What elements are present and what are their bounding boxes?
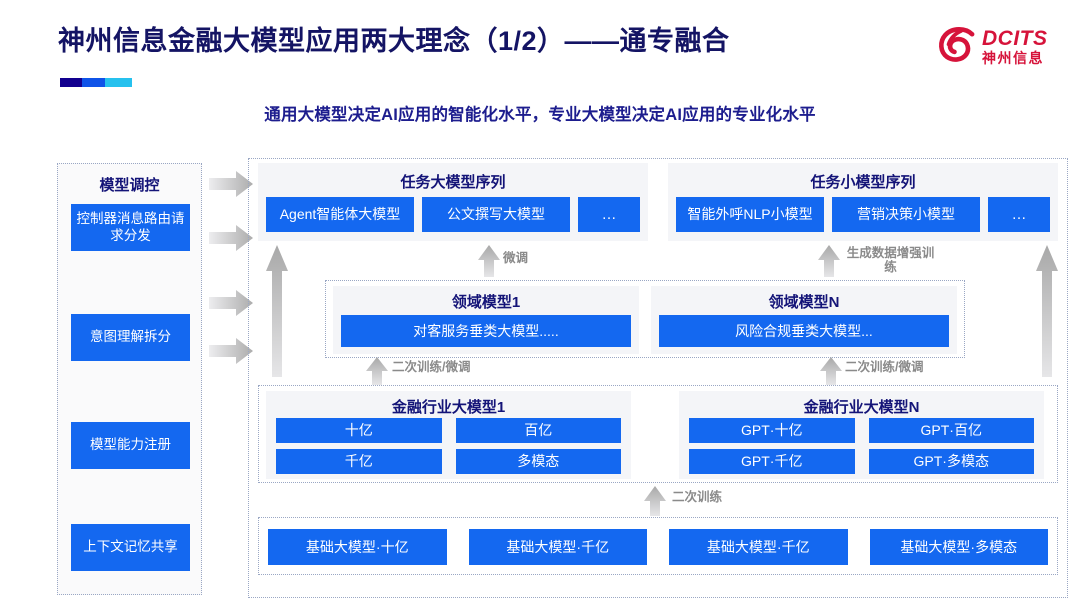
logo-text-cn: 神州信息 bbox=[982, 49, 1044, 66]
spiral-logo-icon bbox=[939, 27, 975, 62]
industry-model-n: 金融行业大模型N GPT·十亿 GPT·百亿 GPT·千亿 GPT·多模态 bbox=[679, 391, 1044, 479]
architecture-diagram: 模型调控 控制器消息路由请求分发 意图理解拆分 模型能力注册 上下文记忆共享 任… bbox=[0, 150, 1080, 608]
industry-model-n-variants: GPT·十亿 GPT·百亿 GPT·千亿 GPT·多模态 bbox=[689, 418, 1034, 474]
domain-model-n: 领域模型N 风险合规垂类大模型... bbox=[651, 286, 957, 354]
page-title: 神州信息金融大模型应用两大理念（1/2）——通专融合 bbox=[58, 26, 730, 56]
arrow-up-icon-second-train-left bbox=[366, 357, 388, 385]
arrow-right-icon-3 bbox=[209, 290, 253, 316]
logo-text-en: DCITS bbox=[982, 26, 1048, 50]
accent-segment-2 bbox=[81, 78, 106, 87]
base-model-100billion-b[interactable]: 基础大模型·千亿 bbox=[669, 529, 848, 565]
accent-bar bbox=[60, 78, 132, 87]
arrow-up-icon-second-train-right bbox=[820, 357, 842, 385]
industry-model-1-variant-100billion[interactable]: 千亿 bbox=[276, 449, 442, 474]
sidebar-item-intent-parsing[interactable]: 意图理解拆分 bbox=[71, 314, 190, 361]
industry-model-n-title: 金融行业大模型N bbox=[803, 399, 920, 416]
task-model-agent[interactable]: Agent智能体大模型 bbox=[266, 197, 414, 232]
arrow-label-data-augment: 生成数据增强训练 bbox=[846, 246, 935, 275]
domain-model-n-title: 领域模型N bbox=[768, 294, 840, 311]
accent-segment-3 bbox=[105, 78, 132, 87]
sidebar-model-control: 模型调控 控制器消息路由请求分发 意图理解拆分 模型能力注册 上下文记忆共享 bbox=[57, 163, 202, 595]
industry-model-1-variant-billion[interactable]: 十亿 bbox=[276, 418, 442, 443]
arrow-up-icon-fine-tune-left bbox=[478, 245, 500, 277]
sidebar-item-capability-registry[interactable]: 模型能力注册 bbox=[71, 422, 190, 469]
domain-model-frame: 领域模型1 对客服务垂类大模型..... 领域模型N 风险合规垂类大模型... bbox=[325, 280, 965, 358]
domain-model-1: 领域模型1 对客服务垂类大模型..... bbox=[333, 286, 639, 354]
arrow-right-icon-4 bbox=[209, 338, 253, 364]
base-model-100billion-a[interactable]: 基础大模型·千亿 bbox=[468, 529, 647, 565]
task-model-small-more[interactable]: … bbox=[988, 197, 1050, 232]
task-model-more[interactable]: … bbox=[578, 197, 640, 232]
task-large-model-sequence-title: 任务大模型序列 bbox=[400, 174, 506, 191]
arrow-right-icon-1 bbox=[209, 171, 253, 197]
industry-model-1-variants: 十亿 百亿 千亿 多模态 bbox=[276, 418, 621, 474]
domain-model-1-box[interactable]: 对客服务垂类大模型..... bbox=[341, 315, 631, 347]
domain-model-n-box[interactable]: 风险合规垂类大模型... bbox=[659, 315, 949, 347]
sidebar-title: 模型调控 bbox=[99, 177, 160, 194]
industry-model-1-variant-10billion[interactable]: 百亿 bbox=[455, 418, 621, 443]
domain-model-1-title: 领域模型1 bbox=[451, 294, 521, 311]
sidebar-item-controller-routing[interactable]: 控制器消息路由请求分发 bbox=[71, 204, 190, 251]
industry-model-1-title: 金融行业大模型1 bbox=[391, 399, 506, 416]
page-header: 神州信息金融大模型应用两大理念（1/2）——通专融合 DCITS 神州信息 通用… bbox=[0, 0, 1080, 124]
industry-model-1-variant-multimodal[interactable]: 多模态 bbox=[455, 449, 621, 474]
task-small-model-sequence: 任务小模型序列 智能外呼NLP小模型 营销决策小模型 … bbox=[668, 163, 1058, 241]
industry-model-n-variant-10billion[interactable]: GPT·百亿 bbox=[868, 418, 1034, 443]
arrow-label-second-train: 二次训练 bbox=[672, 490, 723, 504]
base-model-billion[interactable]: 基础大模型·十亿 bbox=[268, 529, 447, 565]
base-model-frame: 基础大模型·十亿 基础大模型·千亿 基础大模型·千亿 基础大模型·多模态 bbox=[258, 517, 1058, 575]
industry-model-frame: 金融行业大模型1 十亿 百亿 千亿 多模态 金融行业大模型N GPT·十亿 GP… bbox=[258, 385, 1058, 483]
industry-model-n-variant-billion[interactable]: GPT·十亿 bbox=[689, 418, 855, 443]
arrow-up-icon-second-train-base bbox=[644, 486, 666, 516]
arrow-label-second-train-fine-left: 二次训练/微调 bbox=[392, 360, 471, 374]
company-logo: DCITS 神州信息 bbox=[936, 18, 1066, 74]
task-model-outbound-nlp[interactable]: 智能外呼NLP小模型 bbox=[676, 197, 824, 232]
arrow-up-icon-base-to-task-left bbox=[266, 245, 288, 377]
task-small-model-sequence-title: 任务小模型序列 bbox=[810, 174, 916, 191]
main-architecture-frame bbox=[248, 158, 1068, 598]
task-small-model-list: 智能外呼NLP小模型 营销决策小模型 … bbox=[676, 197, 1050, 232]
task-model-document-writing[interactable]: 公文撰写大模型 bbox=[422, 197, 570, 232]
arrow-up-icon-base-to-task-right bbox=[1036, 245, 1058, 377]
arrow-right-icon-2 bbox=[209, 225, 253, 251]
base-model-multimodal[interactable]: 基础大模型·多模态 bbox=[869, 529, 1048, 565]
arrow-up-icon-data-augment-right bbox=[818, 245, 840, 277]
task-large-model-list: Agent智能体大模型 公文撰写大模型 … bbox=[266, 197, 640, 232]
task-large-model-sequence: 任务大模型序列 Agent智能体大模型 公文撰写大模型 … bbox=[258, 163, 648, 241]
industry-model-1: 金融行业大模型1 十亿 百亿 千亿 多模态 bbox=[266, 391, 631, 479]
page-subtitle: 通用大模型决定AI应用的智能化水平，专业大模型决定AI应用的专业化水平 bbox=[264, 106, 816, 124]
industry-model-n-variant-multimodal[interactable]: GPT·多模态 bbox=[868, 449, 1034, 474]
industry-model-n-variant-100billion[interactable]: GPT·千亿 bbox=[689, 449, 855, 474]
task-model-marketing-decision[interactable]: 营销决策小模型 bbox=[832, 197, 980, 232]
accent-segment-1 bbox=[60, 78, 82, 87]
arrow-label-second-train-fine-right: 二次训练/微调 bbox=[845, 360, 924, 374]
base-model-list: 基础大模型·十亿 基础大模型·千亿 基础大模型·千亿 基础大模型·多模态 bbox=[268, 529, 1048, 565]
arrow-label-fine-tune: 微调 bbox=[503, 251, 529, 265]
sidebar-item-context-memory[interactable]: 上下文记忆共享 bbox=[71, 524, 190, 571]
